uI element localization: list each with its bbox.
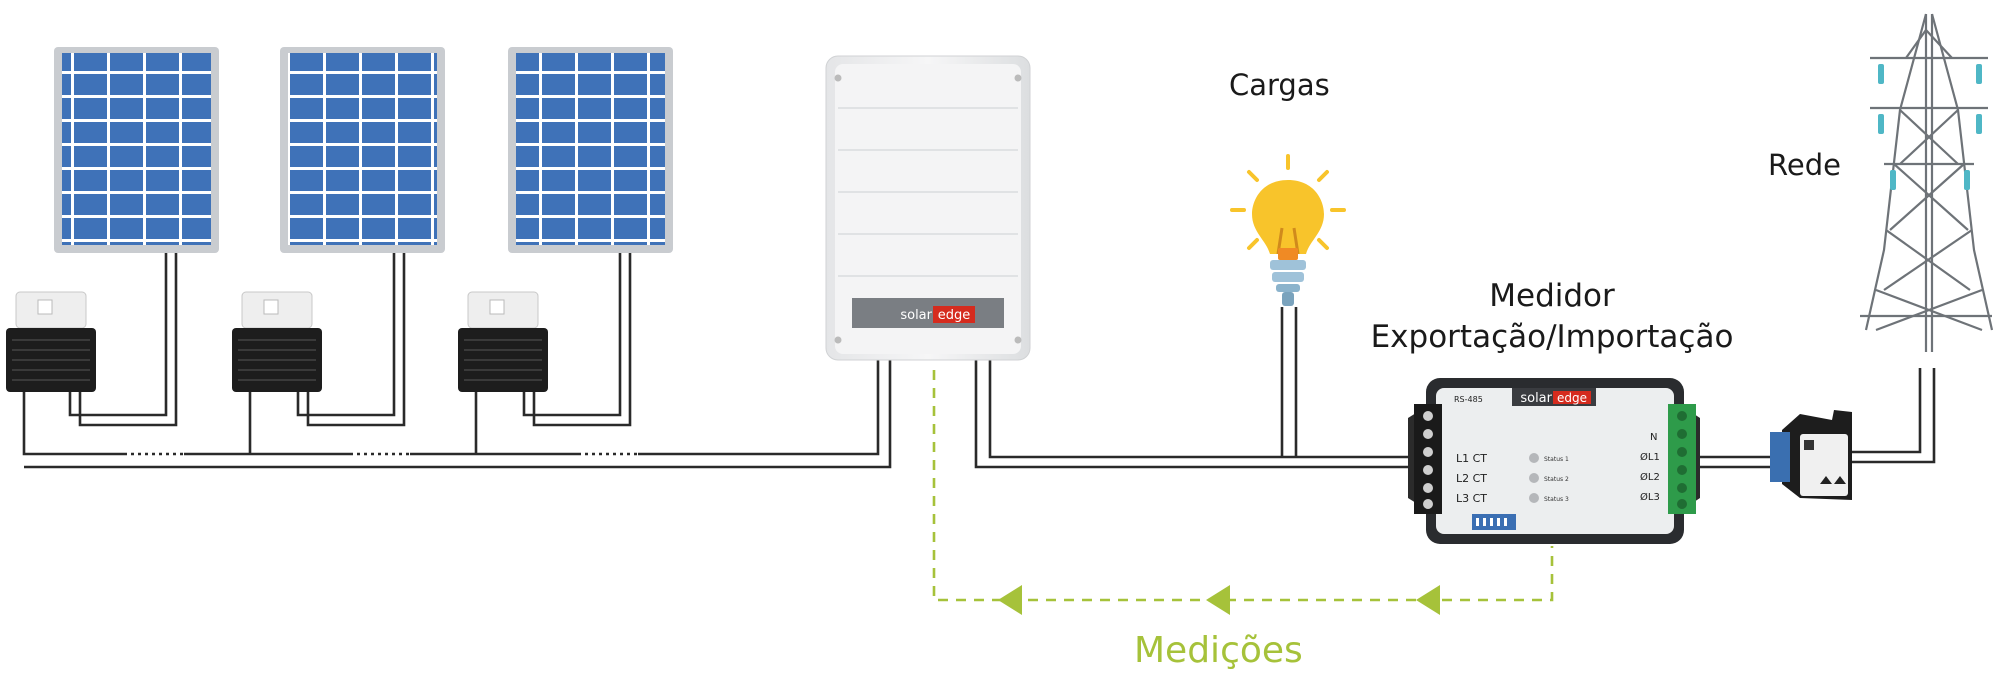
power-optimizer-icon xyxy=(6,291,96,392)
meter-port-label: RS-485 xyxy=(1454,395,1483,404)
meter-label-line1: Medidor xyxy=(1489,278,1615,314)
measurement-lines xyxy=(932,370,1554,602)
inverter-icon: solar edge xyxy=(825,55,1031,361)
loads-label: Cargas xyxy=(1229,68,1330,102)
solar-panel-icon xyxy=(280,47,445,253)
meter-status-label-3: Status 3 xyxy=(1544,496,1569,503)
power-optimizer-icon xyxy=(458,291,548,392)
meter-ct-label-3: L3 CT xyxy=(1456,492,1487,505)
solar-panel-icon xyxy=(508,47,673,253)
energy-meter-icon: solar edge RS-485 L1 CT L2 CT L3 CT Stat… xyxy=(1408,378,1700,544)
meter-terminal-l2: ØL2 xyxy=(1640,471,1660,483)
meter-brand-text-edge: edge xyxy=(1557,391,1587,405)
meter-label: Medidor Exportação/Importação xyxy=(1352,276,1752,358)
meter-status-label-1: Status 1 xyxy=(1544,456,1569,463)
inverter-brand-text-edge: edge xyxy=(938,308,971,323)
meter-terminal-n: N xyxy=(1650,432,1657,443)
meter-label-line2: Exportação/Importação xyxy=(1370,319,1734,355)
meter-terminal-l3: ØL3 xyxy=(1640,491,1660,503)
grid-label: Rede xyxy=(1768,148,1841,182)
current-transformer-icon xyxy=(1770,410,1852,500)
arrow-left-icon xyxy=(998,585,1440,615)
inverter-brand-text: solar xyxy=(900,308,932,323)
insulator-icon xyxy=(1878,64,1982,190)
measurements-label: Medições xyxy=(1134,630,1303,671)
meter-terminal-l1: ØL1 xyxy=(1640,451,1660,463)
solar-panel-icon xyxy=(54,47,219,253)
power-optimizer-icon xyxy=(232,291,322,392)
meter-brand-text: solar xyxy=(1520,391,1552,406)
meter-status-label-2: Status 2 xyxy=(1544,476,1569,483)
meter-ct-label-1: L1 CT xyxy=(1456,452,1487,465)
meter-ct-label-2: L2 CT xyxy=(1456,472,1487,485)
dc-wiring xyxy=(22,252,892,469)
light-bulb-icon xyxy=(1230,154,1346,306)
